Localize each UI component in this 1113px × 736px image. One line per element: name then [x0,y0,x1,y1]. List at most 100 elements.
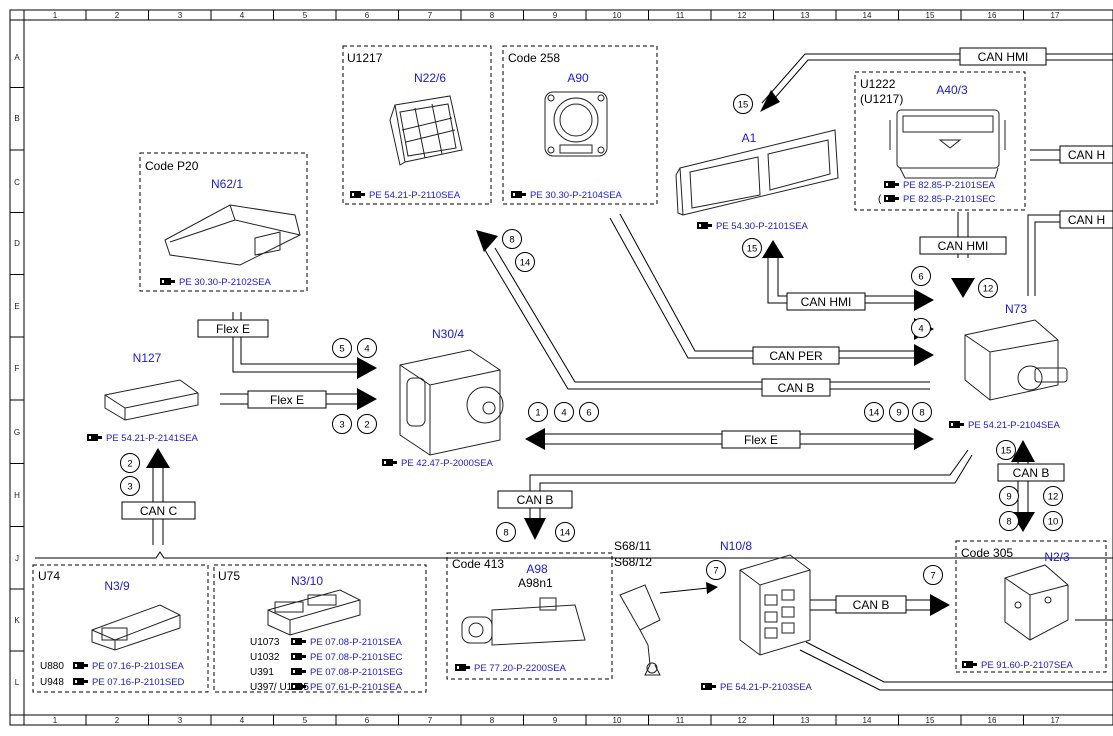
grid-column-number: 11 [676,11,685,20]
connection-number-text: 9 [896,408,901,419]
connection-number: 1 [528,402,548,422]
connection-number-text: 15 [738,100,749,111]
component-name: N22/6 [414,71,446,85]
reference-link[interactable]: PE 77.20-P-2200SEA [455,663,567,674]
reference-hand-icon [291,653,306,660]
bus-label-text: CAN H [1068,213,1105,227]
component-name: N10/8 [720,539,752,553]
grid-column-number: 6 [365,716,370,725]
grid-column-number: 12 [738,11,747,20]
connection-number: 6 [911,266,931,286]
reference-text: PE 07.16-P-2101SED [92,677,185,688]
grid-column-number: 2 [115,716,120,725]
module-n30-4: N30/4 PE 42.47-P-2000SEA [382,327,494,469]
connection-number: 12 [978,278,998,298]
bus-label-text: CAN C [140,504,178,518]
reference-variant: U1073 [250,637,280,648]
reference-link[interactable]: PE 42.47-P-2000SEA [382,458,494,469]
grid-column-number: 16 [988,11,997,20]
connection-number-text: 14 [869,408,880,419]
arrow-down-n73 [951,278,975,298]
grid-column-number: 14 [863,716,872,725]
reference-link[interactable]: PE 82.85-P-2101SEA [884,180,996,191]
bus-label-can-hmi-top: CAN HMI [959,47,1047,66]
connection-number: 4 [911,318,931,338]
connection-number-text: 15 [747,244,758,255]
grid-row-letter: G [14,428,20,437]
reference-text: PE 82.85-P-2101SEC [903,194,996,205]
grid-row-letter: L [15,678,20,687]
bus-label-can-b-f: CAN B [761,378,831,397]
reference-link[interactable]: PE 30.30-P-2102SEA [160,277,272,288]
reference-link[interactable]: PE 54.21-P-2104SEA [949,420,1061,431]
reference-link[interactable]: PE 91.60-P-2107SEA [962,660,1074,671]
connection-number-text: 12 [983,284,994,295]
connection-number-text: 8 [1006,517,1011,528]
connection-number-text: 10 [1048,517,1059,528]
arrow-n73-up [1011,440,1035,462]
grid-column-number: 14 [863,11,872,20]
module-code: U1217 [347,51,383,65]
bus-label-can-b-n73: CAN B [997,463,1065,482]
reference-hand-icon [291,638,306,645]
connection-number-text: 14 [560,528,571,539]
grid-row-letter: B [14,114,19,123]
reference-link[interactable]: ( PE 82.85-P-2101SEC [878,194,996,205]
grid-column-number: 10 [613,716,622,725]
connection-number: 7 [706,560,726,580]
reference-link[interactable]: U1073 PE 07.08-P-2101SEA [250,637,403,648]
bus-label-can-hmi-e: CAN HMI [786,292,866,311]
reference-hand-icon [87,434,102,441]
connection-number-text: 4 [561,408,566,419]
reference-link[interactable]: PE 54.30-P-2101SEA [697,221,809,232]
bus-label-can-h-d: CAN H [1059,210,1113,229]
component-name: N62/1 [211,177,243,191]
bus-label-text: CAN B [853,598,890,612]
reference-hand-icon [949,421,964,428]
reference-text: PE 07.08-P-2101SEA [310,637,403,648]
reference-link[interactable]: PE 54.21-P-2110SEA [350,190,461,201]
a90-drawing [544,91,608,157]
reference-link[interactable]: PE 54.21-P-2103SEA [701,682,813,693]
bus-label-flex-e-mid: Flex E [247,390,327,409]
reference-text: PE 54.21-P-2103SEA [720,682,813,693]
connection-number: 2 [357,414,377,434]
reference-hand-icon [884,195,899,202]
reference-variant: U391 [250,667,274,678]
bus-label-text: Flex E [744,433,778,447]
component-name: S68/11 [614,539,651,553]
bus-label-text: CAN HMI [938,239,989,253]
bus-label-flex-e-top: Flex E [197,319,269,338]
component-name: A40/3 [936,83,968,97]
grid-column-number: 8 [490,11,495,20]
grid-column-number: 15 [926,11,935,20]
grid-row-letter: H [14,491,20,500]
component-name: N3/10 [291,574,323,588]
arrow-can-hmi-e [914,289,934,311]
module-u1222-box: U1222(U1217)A40/3PE 82.85-P-2101SEA(PE 8… [860,77,996,205]
connection-number-text: 8 [503,528,508,539]
reference-link[interactable]: PE 54.21-P-2141SEA [87,433,199,444]
component-name: N30/4 [432,327,464,341]
connection-number: 8 [912,402,932,422]
bus-label-text: CAN B [517,493,554,507]
module-code: Code 413 [452,557,504,571]
reference-link[interactable]: PE 30.30-P-2104SEA [511,190,623,201]
reference-prefix: ( [878,194,882,205]
reference-text: PE 54.21-P-2104SEA [968,420,1061,431]
bus-label-can-h-c: CAN H [1059,145,1113,164]
arrow-flex-e-top [357,357,377,379]
grid-row-letter: D [14,239,20,248]
arrow-flex-e-mid [357,388,377,410]
grid-row-letter: E [14,302,19,311]
module-code: U74 [38,569,60,583]
